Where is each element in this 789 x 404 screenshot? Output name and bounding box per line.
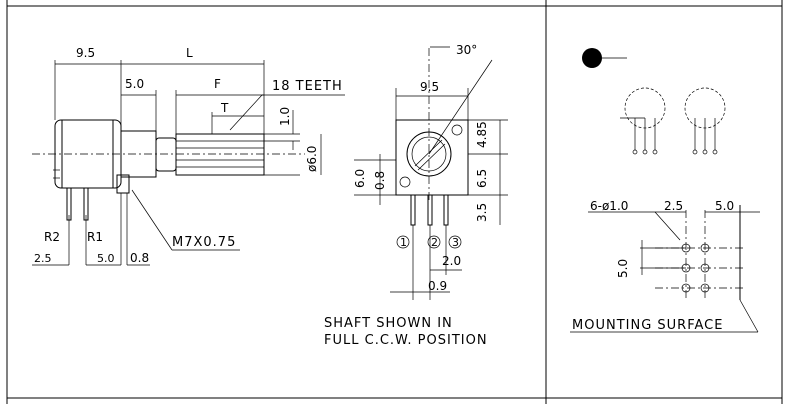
front-0-8-label: 0.8 (373, 171, 387, 190)
dim-6-0-label: ø6.0 (305, 146, 319, 172)
r2-label: R2 (44, 230, 60, 244)
pin-3-label: 3 (452, 236, 459, 249)
bottom-5-0-label: 5.0 (97, 252, 115, 265)
pcb-5-0-h-label: 5.0 (715, 199, 734, 213)
note-line-1: SHAFT SHOWN IN (324, 316, 453, 331)
front-2-0-label: 2.0 (442, 254, 461, 268)
dim-3-5-label: 3.5 (475, 203, 489, 222)
note-line-2: FULL C.C.W. POSITION (324, 333, 488, 348)
front-0-9-label: 0.9 (428, 279, 447, 293)
dim-5-0-label: 5.0 (125, 77, 144, 91)
r1-label: R1 (87, 230, 103, 244)
front-6-0-label: 6.0 (353, 169, 367, 188)
pin-2-label: 2 (431, 236, 438, 249)
pcb-view: 6-ø1.0 2.5 5.0 5.0 MOUNTING SURFACE (570, 48, 760, 333)
pcb-2-5-label: 2.5 (664, 199, 683, 213)
thread-label: M7X0.75 (172, 235, 236, 250)
dim-t-label: T (220, 101, 229, 115)
dim-f-label: F (214, 77, 221, 91)
dim-4-85-label: 4.85 (475, 121, 489, 148)
side-view: 9.5 L 5.0 F T 18 TEETH 1.0 ø6.0 M7X0.75 … (32, 46, 345, 266)
pin-1-label: 1 (400, 236, 407, 249)
projection-symbol (582, 48, 602, 68)
pcb-5-0-v-label: 5.0 (616, 259, 630, 278)
front-view: 30° 9.5 4.85 6.5 3.5 6.0 0.8 1 2 3 2.0 0… (324, 43, 508, 348)
drawing-frame (6, 0, 783, 404)
holes-label: 6-ø1.0 (590, 199, 628, 213)
knurled-shaft (175, 133, 265, 176)
mounting-label: MOUNTING SURFACE (572, 318, 723, 333)
teeth-label: 18 TEETH (272, 79, 343, 94)
bottom-0-8-label: 0.8 (130, 251, 149, 265)
angle-label: 30° (456, 43, 477, 57)
dim-9-5-label: 9.5 (76, 46, 95, 60)
dim-l-label: L (186, 46, 193, 60)
bottom-2-5-label: 2.5 (34, 252, 52, 265)
dim-1-0-label: 1.0 (278, 107, 292, 126)
front-9-5-label: 9.5 (420, 80, 439, 94)
dim-6-5-label: 6.5 (475, 169, 489, 188)
